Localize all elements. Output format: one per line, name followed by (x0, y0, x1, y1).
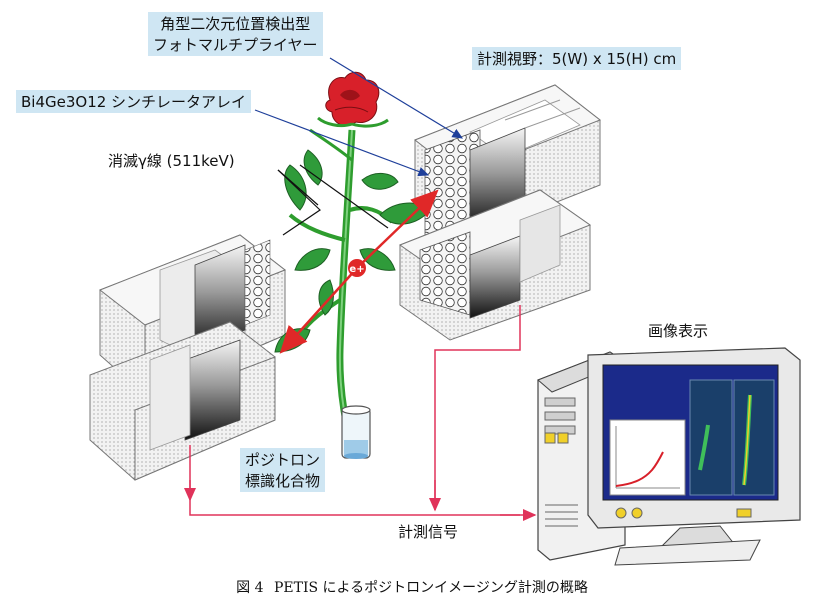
left-detector-icon (89, 234, 286, 481)
positron-label-line1: ポジトロン (245, 451, 321, 469)
annihilation-gamma-label: 消滅γ線 (511keV) (108, 152, 235, 170)
positron-compound-label: ポジトロン 標識化合物 (240, 448, 326, 492)
figure-caption: 図 4 PETIS によるポジトロンイメージング計測の概略 (0, 577, 824, 597)
positron-label-line2: 標識化合物 (245, 472, 321, 490)
field-of-view-label: 計測視野：5(W) x 15(H) cm (472, 47, 682, 70)
figure-caption-text: PETIS によるポジトロンイメージング計測の概略 (273, 580, 588, 596)
photomultiplier-label-line2: フォトマルチプライヤー (153, 36, 318, 54)
photomultiplier-label-line1: 角型二次元位置検出型 (160, 15, 311, 33)
computer-icon (537, 347, 801, 566)
electron-marker (348, 259, 366, 277)
image-display-label: 画像表示 (648, 322, 709, 340)
gamma-ray: e+ (279, 189, 439, 354)
figure-number: 図 4 (236, 580, 264, 596)
measurement-signal-label: 計測信号 (398, 523, 459, 541)
vial-icon (341, 405, 371, 459)
electron-symbol: e+ (349, 264, 364, 275)
leader-lines (254, 57, 464, 236)
scintillator-label: Bi4Ge3O12 シンチレータアレイ (16, 90, 252, 113)
signal-lines (184, 305, 537, 521)
photomultiplier-label: 角型二次元位置検出型 フォトマルチプライヤー (148, 12, 323, 56)
right-detector-icon (398, 84, 601, 341)
